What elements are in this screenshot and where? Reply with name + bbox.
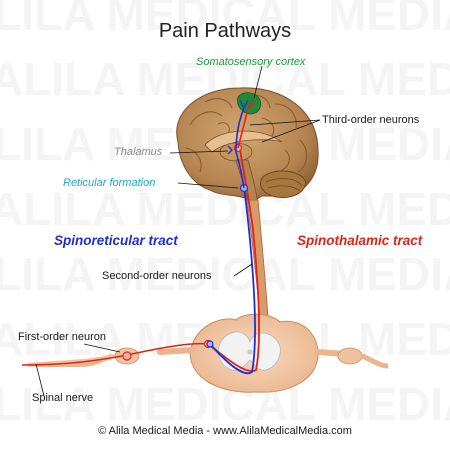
spinoreticular-tract-label: Spinoreticular tract bbox=[54, 233, 178, 248]
first-order-neuron-label: First-order neuron bbox=[18, 331, 107, 343]
second-order-neurons-label: Second-order neurons bbox=[102, 270, 212, 282]
reticular-formation-label: Reticular formation bbox=[63, 177, 156, 189]
first-order-neuron-fiber bbox=[21, 355, 123, 366]
copyright-footer: © Alila Medical Media - www.AlilaMedical… bbox=[98, 425, 352, 437]
pain-pathways bbox=[21, 99, 260, 375]
spinothalamic-tract-fiber bbox=[207, 149, 260, 372]
spinothalamic-tract-label: Spinothalamic tract bbox=[297, 233, 423, 248]
spinal-cord-section bbox=[27, 313, 389, 393]
spinoreticular-tract-fiber bbox=[209, 187, 256, 375]
thalamus-label: Thalamus bbox=[114, 146, 163, 158]
leader-lines bbox=[35, 65, 321, 397]
spinal-nerve-label: Spinal nerve bbox=[32, 392, 94, 404]
first-order-neuron-body bbox=[122, 351, 132, 361]
third-order-neurons-label: Third-order neurons bbox=[322, 114, 420, 126]
somatosensory-cortex-label: Somatosensory cortex bbox=[196, 56, 306, 68]
brain bbox=[176, 87, 319, 206]
diagram-title: Pain Pathways bbox=[158, 20, 292, 42]
